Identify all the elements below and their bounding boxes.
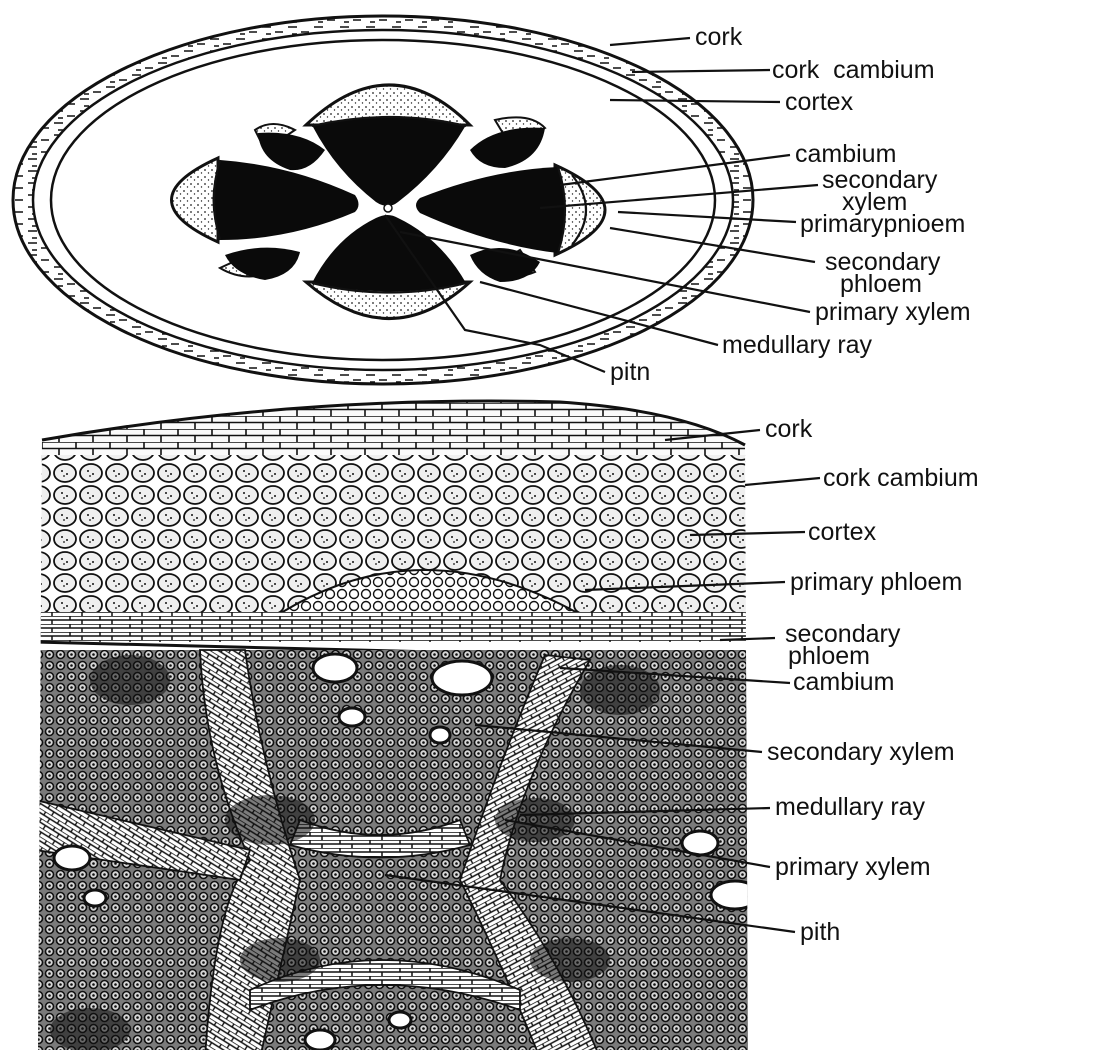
label-cambium-top: cambium xyxy=(795,140,896,168)
label-cork-top: cork xyxy=(695,23,743,51)
bottom-detailed-section xyxy=(35,395,759,1058)
cork-layer xyxy=(35,395,755,465)
label-medullary-ray-bottom: medullary ray xyxy=(775,793,926,821)
pith-center xyxy=(384,204,392,212)
label-primary-phloem-bottom: primary phloem xyxy=(790,568,962,596)
label-secondary-phloem-bottom-2: phloem xyxy=(788,642,870,670)
label-medullary-ray-top: medullary ray xyxy=(722,331,873,359)
label-secondary-xylem-bottom: secondary xylem xyxy=(767,738,955,766)
bottom-labels: cork cork cambium cortex primary phloem … xyxy=(765,415,979,946)
label-cortex-bottom: cortex xyxy=(808,518,877,546)
label-pith-bottom: pith xyxy=(800,918,840,946)
label-cortex-top: cortex xyxy=(785,88,854,116)
label-cork-cambium-bottom: cork cambium xyxy=(823,464,979,492)
label-primary-xylem-bottom: primary xylem xyxy=(775,853,931,881)
label-cambium-bottom: cambium xyxy=(793,668,894,696)
label-primary-phloem-top: primarypnioem xyxy=(800,210,965,238)
label-pith-top: pitn xyxy=(610,358,650,386)
label-cork-cambium-top: cork cambium xyxy=(772,56,935,84)
label-secondary-phloem-top-2: phloem xyxy=(840,270,922,298)
secondary-phloem-band xyxy=(35,612,755,642)
label-cork-bottom: cork xyxy=(765,415,813,443)
label-primary-xylem-top: primary xylem xyxy=(815,298,971,326)
